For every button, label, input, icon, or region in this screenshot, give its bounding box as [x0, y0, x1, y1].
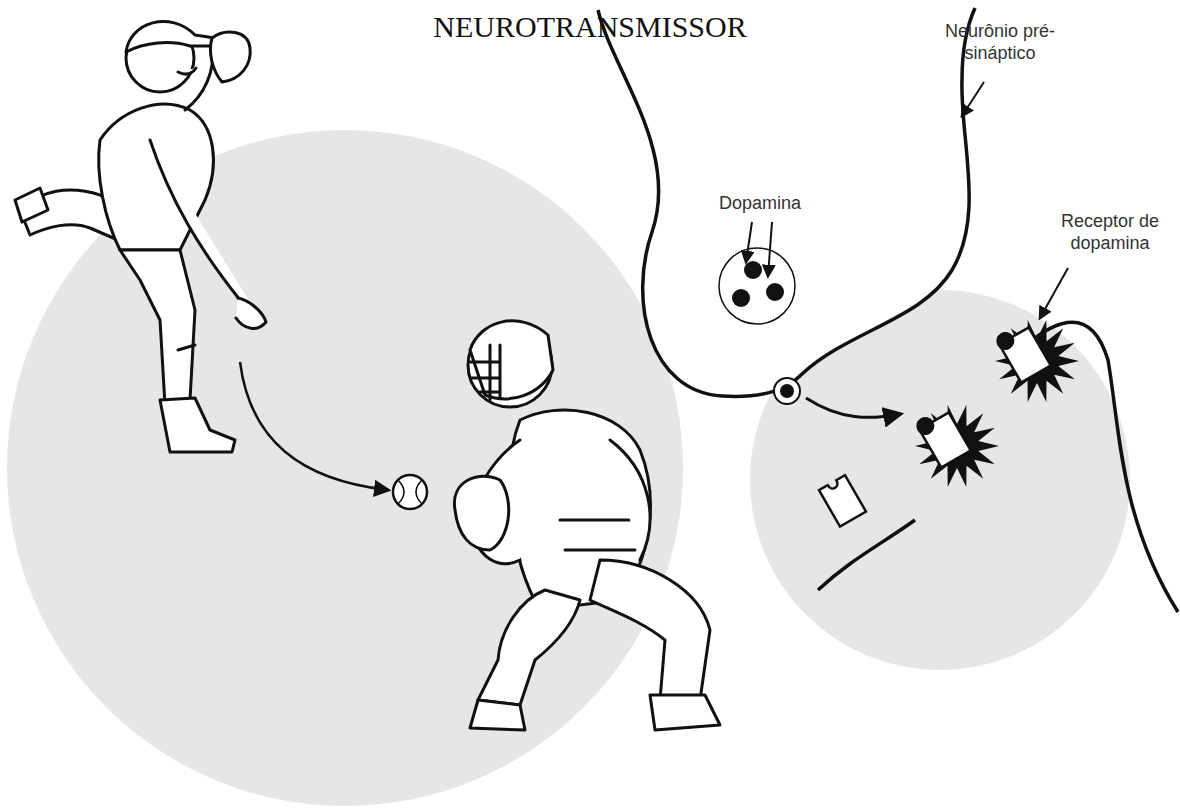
part-label: Receptor de dopamina [1045, 210, 1175, 254]
dopamine-receptor [913, 405, 971, 469]
dopamine-receptor [993, 320, 1051, 384]
leader-arrow [962, 82, 984, 116]
pitch-arrow [240, 362, 388, 490]
empty-receptor [819, 475, 866, 526]
receptor-group [913, 320, 1079, 487]
ground-circle [7, 130, 683, 806]
pitcher-figure [15, 21, 266, 452]
release-dot [774, 378, 800, 404]
postsynaptic-neuron [818, 520, 915, 590]
presynaptic-neuron [598, 8, 975, 396]
diagram-title: NEUROTRANSMISSOR [390, 10, 790, 44]
vesicle [719, 248, 795, 324]
release-arrow [806, 398, 900, 417]
part-label: Dopamina [700, 192, 820, 214]
leader-arrow [768, 222, 772, 276]
leader-arrow [1040, 268, 1068, 318]
part-label: Neurônio pré-sináptico [925, 20, 1075, 64]
baseball [393, 475, 427, 509]
leader-arrow [746, 222, 752, 262]
